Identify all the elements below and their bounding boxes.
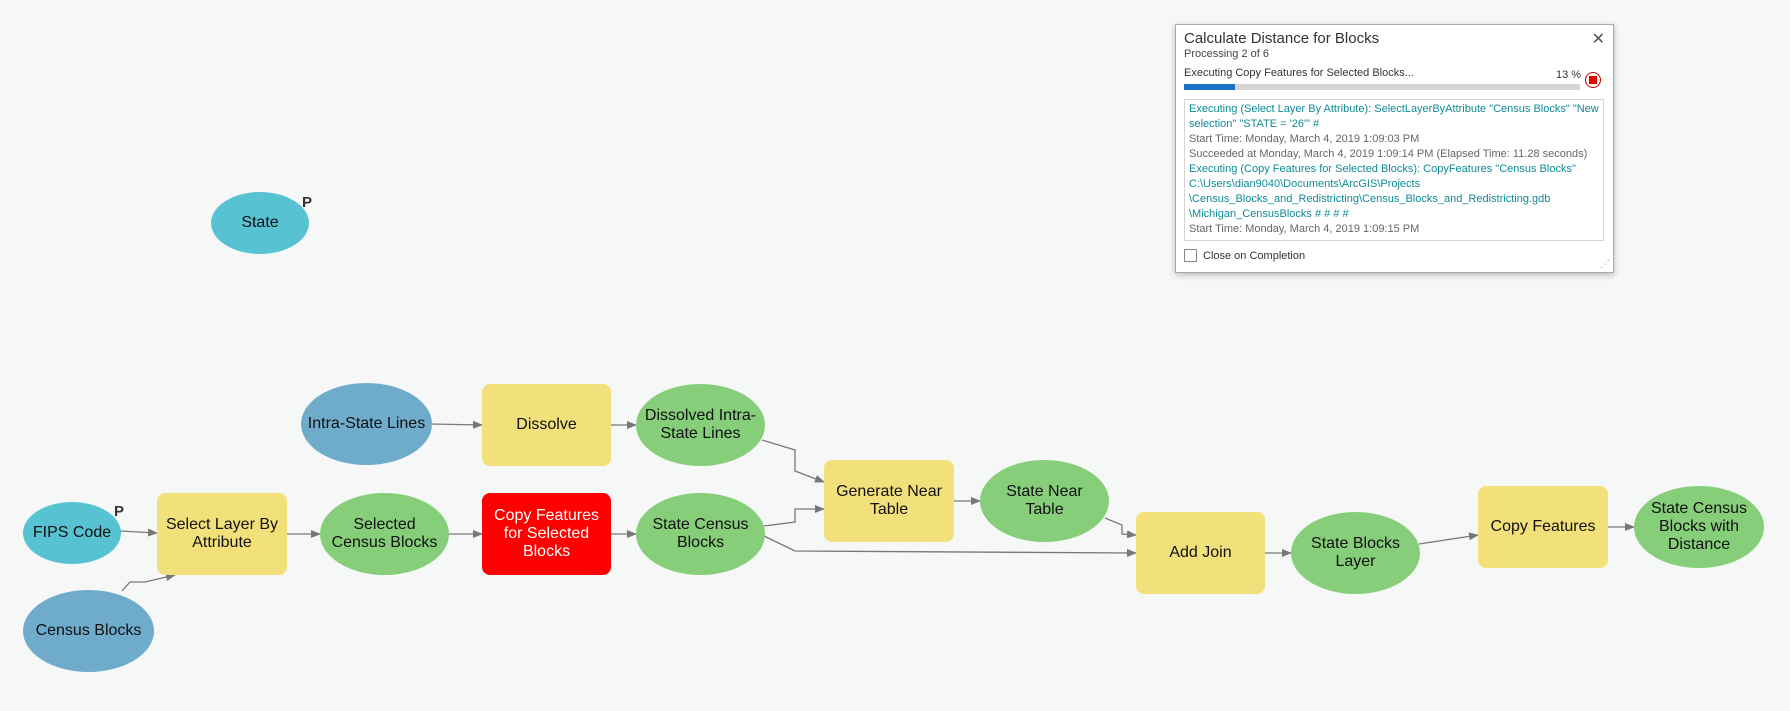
progress-bar-fill bbox=[1184, 84, 1236, 90]
node-intra-state-lines[interactable]: Intra-State Lines bbox=[301, 383, 432, 465]
dialog-title: Calculate Distance for Blocks bbox=[1184, 30, 1380, 47]
node-dissolved-intra-state-lines[interactable]: Dissolved Intra-State Lines bbox=[636, 384, 765, 466]
stop-icon[interactable] bbox=[1585, 72, 1601, 88]
close-on-completion-checkbox[interactable]: Close on Completion bbox=[1184, 249, 1305, 262]
node-dissolve[interactable]: Dissolve bbox=[482, 384, 611, 466]
connector-fips-to-select bbox=[119, 528, 158, 537]
progress-dialog[interactable]: Calculate Distance for Blocks ✕ Processi… bbox=[1175, 24, 1614, 273]
close-icon[interactable]: ✕ bbox=[1591, 31, 1605, 48]
close-on-completion-label: Close on Completion bbox=[1203, 249, 1306, 262]
connector-dissolved-to-generate bbox=[761, 439, 825, 483]
processing-count: Processing 2 of 6 bbox=[1184, 48, 1269, 60]
node-select-layer-by-attribute[interactable]: Select Layer By Attribute bbox=[157, 493, 287, 575]
node-census-blocks[interactable]: Census Blocks bbox=[23, 590, 154, 672]
node-fips-code[interactable]: FIPS Code bbox=[23, 502, 121, 564]
connector-stateblocks-to-copyfeatures bbox=[1418, 532, 1479, 545]
parameter-marker-state: P bbox=[302, 194, 313, 211]
checkbox-box[interactable] bbox=[1184, 249, 1197, 262]
connector-statecensus-to-addjoin bbox=[763, 535, 1137, 557]
message-log[interactable]: Executing (Select Layer By Attribute): S… bbox=[1184, 99, 1604, 241]
node-state-near-table[interactable]: State Near Table bbox=[980, 460, 1109, 542]
log-entry: Executing (Copy Features for Selected Bl… bbox=[1189, 163, 1576, 220]
node-state-blocks-layer[interactable]: State Blocks Layer bbox=[1291, 512, 1420, 594]
current-step-text: Executing Copy Features for Selected Blo… bbox=[1184, 67, 1414, 79]
resize-grip-icon[interactable]: ⋰ bbox=[1600, 259, 1610, 270]
node-copy-features-selected-blocks[interactable]: Copy Features for Selected Blocks bbox=[482, 493, 611, 575]
log-entry: Start Time: Monday, March 4, 2019 1:09:0… bbox=[1189, 133, 1420, 145]
node-state-census-blocks[interactable]: State Census Blocks bbox=[636, 493, 765, 575]
node-add-join[interactable]: Add Join bbox=[1136, 512, 1265, 594]
parameter-marker-fips: P bbox=[114, 503, 125, 520]
connector-neartable-to-addjoin bbox=[1104, 517, 1137, 539]
progress-bar bbox=[1184, 84, 1580, 90]
node-state-census-blocks-with-distance[interactable]: State Census Blocks with Distance bbox=[1634, 486, 1764, 568]
node-state[interactable]: State bbox=[211, 192, 309, 254]
connector-statecensus-to-generate bbox=[763, 505, 825, 527]
progress-percent: 13 % bbox=[1556, 69, 1582, 81]
node-selected-census-blocks[interactable]: Selected Census Blocks bbox=[320, 493, 449, 575]
log-entry: Start Time: Monday, March 4, 2019 1:09:1… bbox=[1189, 223, 1420, 235]
node-copy-features[interactable]: Copy Features bbox=[1478, 486, 1608, 568]
connector-census-to-select bbox=[121, 573, 176, 592]
node-generate-near-table[interactable]: Generate Near Table bbox=[824, 460, 954, 542]
log-entry: Executing (Select Layer By Attribute): S… bbox=[1189, 103, 1599, 130]
log-entry: Succeeded at Monday, March 4, 2019 1:09:… bbox=[1189, 148, 1588, 160]
connector-intra-to-dissolve bbox=[430, 420, 483, 429]
